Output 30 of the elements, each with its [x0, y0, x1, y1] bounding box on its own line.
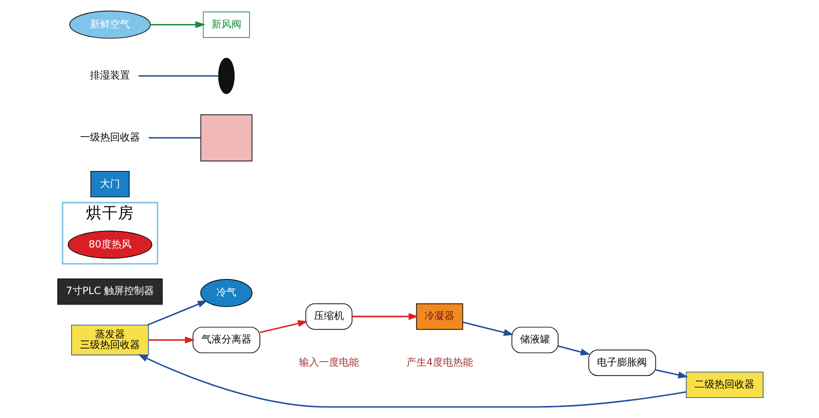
node-box: 气液分离器: [192, 326, 260, 354]
arrow: [148, 336, 194, 344]
arrow: [462, 321, 514, 336]
node-box: 二级热回收器: [685, 372, 763, 398]
arrow: [150, 21, 205, 28]
node-box: 7寸PLC 触屏控制器: [56, 278, 162, 305]
node-text: 排湿装置: [90, 70, 130, 82]
arrow: [146, 300, 208, 326]
node-box: 新风阀: [202, 12, 250, 38]
node-label: 产生4度电热能: [406, 357, 472, 368]
node-box: [200, 114, 252, 162]
node-box: 冷凝器: [416, 303, 463, 330]
node-circle: [218, 58, 234, 94]
node-text: 一级热回收器: [80, 132, 140, 144]
connector: [138, 75, 218, 77]
node-box: 储液罐: [511, 326, 558, 354]
node-label: 输入一度电能: [298, 357, 358, 368]
node-ellipse: 冷气: [200, 279, 252, 308]
node-ellipse: 新鲜空气: [68, 10, 150, 39]
arrow: [558, 345, 590, 356]
connector: [148, 137, 200, 139]
arrow: [137, 354, 686, 408]
node-ellipse: 80度热风: [67, 230, 152, 259]
node-box: 大门: [90, 170, 130, 198]
arrow: [655, 369, 688, 378]
arrow: [259, 320, 308, 334]
node-box: 电子膨胀阀: [588, 350, 656, 376]
arrow: [352, 313, 418, 320]
node-box: 压缩机: [304, 303, 352, 330]
node-box: 蒸发器 三级热回收器: [70, 324, 148, 356]
